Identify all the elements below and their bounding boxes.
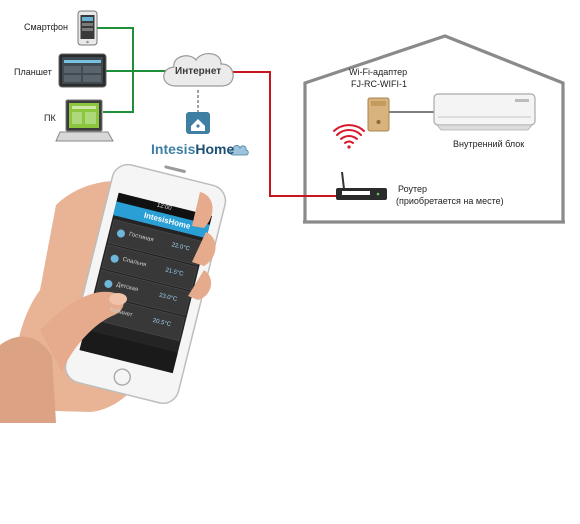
smartphone-icon (77, 10, 98, 46)
internet-cloud-icon (163, 53, 234, 87)
indoor-ac-unit (433, 93, 536, 131)
network-diagram: Смартфон Планшет ПК Интернет IntesisHome… (0, 10, 565, 423)
intesishome-app-icon (186, 112, 210, 134)
label-adapter-model: FJ-RC-WIFI-1 (351, 79, 407, 89)
label-router-note: (приобретается на месте) (396, 196, 504, 206)
tablet-icon (58, 53, 107, 88)
diagram-canvas (0, 10, 565, 423)
label-pc: ПК (44, 113, 56, 123)
house-outline (303, 34, 565, 224)
brand-cloud-icon (229, 145, 249, 156)
laptop-icon (55, 99, 114, 142)
router-device (336, 171, 387, 200)
label-internet: Интернет (175, 66, 222, 77)
label-tablet: Планшет (14, 67, 52, 77)
wifi-adapter-device (367, 97, 390, 132)
brand-logo: IntesisHome (151, 141, 234, 157)
brand-part2: Home (195, 141, 235, 157)
brand-part1: Intesis (151, 141, 196, 157)
label-adapter-name: Wi-Fi-адаптер (349, 67, 408, 77)
label-router: Роутер (398, 184, 428, 194)
label-smartphone: Смартфон (24, 22, 69, 32)
phone-in-hand (0, 163, 227, 423)
device-connection-lines (97, 27, 168, 113)
internet-router-line (228, 71, 336, 197)
wifi-signal-icon (333, 124, 365, 149)
label-indoor-unit: Внутренний блок (453, 139, 525, 149)
